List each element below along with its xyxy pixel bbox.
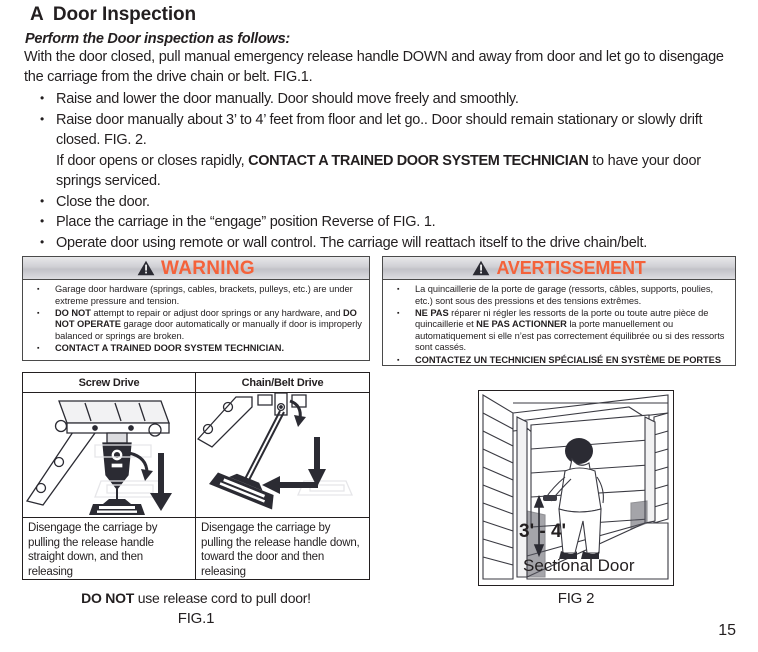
list-item: Garage door hardware (springs, cables, b…	[27, 284, 363, 307]
section-intro: With the door closed, pull manual emerge…	[24, 49, 724, 85]
figure-2-label: FIG 2	[557, 590, 595, 607]
list-item: CONTACT A TRAINED DOOR SYSTEM TECHNICIAN…	[27, 343, 363, 355]
sectional-door-illustration: 3' - 4' Sectional Door	[479, 391, 672, 584]
warning-header-bar: AVERTISSEMENT	[383, 257, 735, 280]
chain-belt-drive-title: Chain/Belt Drive	[196, 373, 369, 393]
warning-list-french: La quincaillerie de la porte de garage (…	[383, 280, 735, 371]
warning-list-english: Garage door hardware (springs, cables, b…	[23, 280, 369, 359]
list-item: Place the carriage in the “engage” posit…	[38, 211, 744, 233]
warning-emphasis: CONTACTEZ UN TECHNICIEN SPÉCIALISÉ EN SY…	[415, 354, 721, 365]
figure-1-label: FIG.1	[177, 610, 215, 627]
section-subheading: Perform the Door inspection as follows:	[25, 31, 290, 47]
list-item: Raise and lower the door manually. Door …	[38, 88, 744, 110]
list-item: La quincaillerie de la porte de garage (…	[387, 284, 729, 307]
warning-text: réparer ni régler les ressorts de la por…	[415, 307, 709, 330]
warning-heading: AVERTISSEMENT	[496, 257, 646, 278]
warning-emphasis: DO NOT	[55, 307, 91, 318]
list-item-text: Operate door using remote or wall contro…	[56, 234, 648, 251]
figure-1-chain-belt-half: Chain/Belt Drive	[196, 373, 369, 579]
list-item: Close the door.	[38, 191, 744, 213]
page-number: 15	[718, 622, 736, 639]
warning-text: Garage door hardware (springs, cables, b…	[55, 284, 353, 306]
list-item: Operate door using remote or wall contro…	[38, 232, 744, 254]
list-item: Raise door manually about 3’ to 4’ feet …	[38, 109, 744, 192]
chain-belt-drive-illustration	[196, 393, 369, 515]
list-item-text: Place the carriage in the “engage” posit…	[56, 214, 436, 230]
warning-emphasis: NE PAS	[415, 307, 449, 318]
list-item-text: Raise and lower the door manually. Door …	[56, 91, 519, 107]
warning-box-french: AVERTISSEMENT La quincaillerie de la por…	[382, 256, 736, 366]
inspection-steps-list: Raise and lower the door manually. Door …	[38, 88, 744, 254]
warning-heading: WARNING	[161, 257, 255, 279]
screw-drive-caption: Disengage the carriage by pulling the re…	[23, 517, 195, 579]
list-item-text: Raise door manually about 3’ to 4’ feet …	[56, 111, 703, 149]
continuation-post: to have your door springs serviced.	[56, 152, 701, 190]
screw-drive-title: Screw Drive	[23, 373, 195, 393]
list-item: DO NOT attempt to repair or adjust door …	[27, 308, 363, 343]
section-letter: A	[30, 4, 44, 25]
warning-box-english: WARNING Garage door hardware (springs, c…	[22, 256, 370, 361]
figure-1-warning-text: DO NOT use release cord to pull door!	[22, 590, 370, 606]
continuation-pre: If door opens or closes rapidly,	[56, 152, 249, 169]
list-item: CONTACTEZ UN TECHNICIEN SPÉCIALISÉ EN SY…	[387, 355, 729, 367]
warning-text-2: garage door automatically or manually if…	[55, 319, 362, 341]
screw-drive-illustration	[23, 393, 195, 515]
section-title: Door Inspection	[52, 4, 197, 25]
warning-emphasis-2: DO NOT OPERATE	[55, 307, 357, 330]
continuation-emphasis: CONTACT A TRAINED DOOR SYSTEM TECHNICIAN	[248, 152, 589, 169]
page-title: A Door Inspection	[30, 4, 196, 26]
list-item-text: Close the door.	[56, 193, 150, 210]
warning-header-bar: WARNING	[23, 257, 369, 280]
warning-triangle-icon	[472, 260, 490, 276]
chain-belt-drive-caption: Disengage the carriage by pulling the re…	[196, 517, 369, 579]
warning-text-2: la porte manuellement ou automatiquement…	[415, 319, 725, 353]
list-item-continuation: If door opens or closes rapidly, CONTACT…	[56, 151, 744, 192]
warning-emphasis-2: NE PAS ACTIONNER	[476, 319, 567, 330]
figure-2-panel: 3' - 4' Sectional Door	[478, 390, 674, 586]
warning-text: attempt to repair or adjust door springs…	[90, 307, 343, 318]
dimension-label: 3' - 4'	[519, 521, 566, 542]
sectional-door-label: Sectional Door	[523, 556, 635, 575]
warning-triangle-icon	[137, 260, 155, 276]
figure-1-screw-drive-half: Screw Drive	[23, 373, 196, 579]
donot-emphasis: DO NOT	[81, 590, 135, 606]
warning-text: La quincaillerie de la porte de garage (…	[415, 284, 714, 306]
warning-emphasis: CONTACT A TRAINED DOOR SYSTEM TECHNICIAN…	[55, 342, 284, 353]
donot-rest: use release cord to pull door!	[134, 590, 311, 606]
list-item: NE PAS réparer ni régler les ressorts de…	[387, 308, 729, 354]
figure-1-panel: Screw Drive	[22, 372, 370, 580]
